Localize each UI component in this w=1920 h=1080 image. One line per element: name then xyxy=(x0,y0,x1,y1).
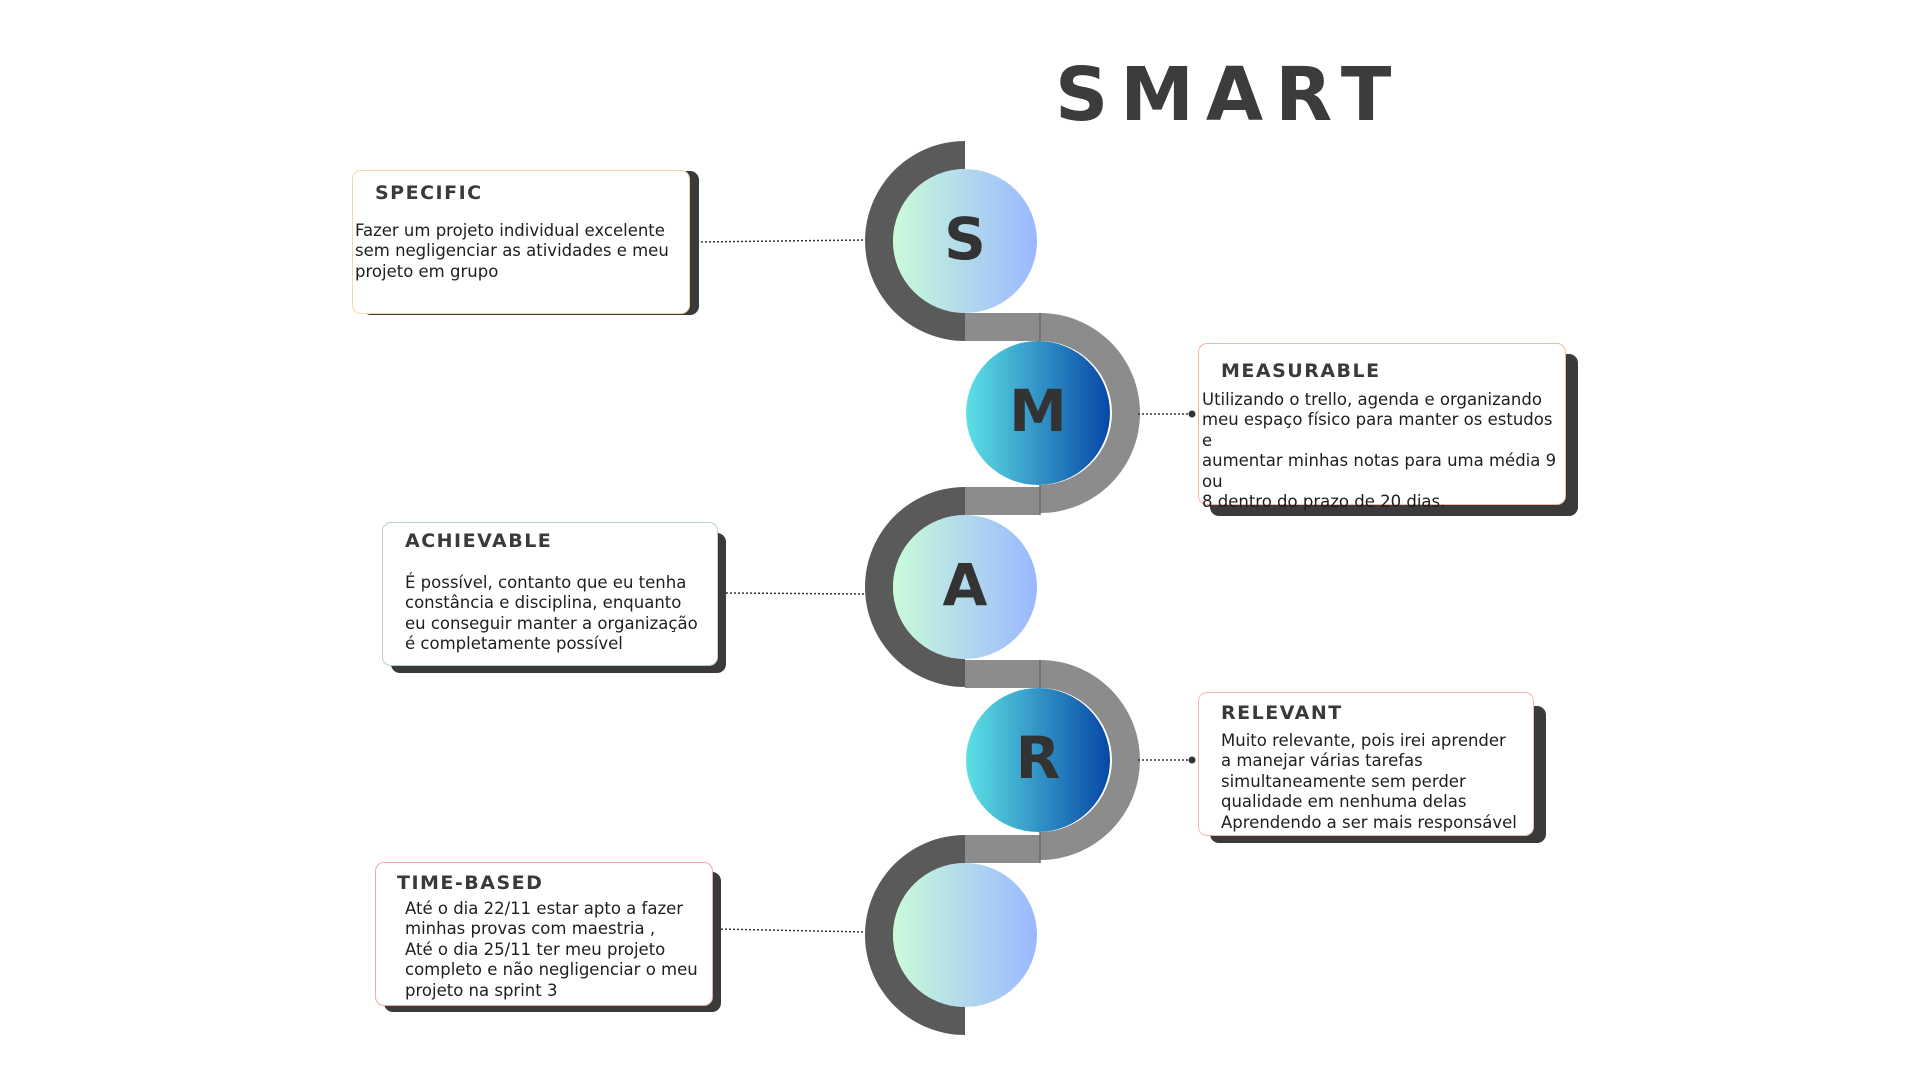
letter-r: R xyxy=(1015,724,1061,792)
card-achievable: ACHIEVABLE É possível, contanto que eu t… xyxy=(382,522,718,666)
connector-time-based xyxy=(716,928,866,933)
card-measurable-heading: MEASURABLE xyxy=(1221,360,1381,382)
letter-s: S xyxy=(944,205,986,273)
circle-m xyxy=(966,341,1110,485)
circle-s xyxy=(893,169,1037,313)
connector-achievable xyxy=(725,592,866,595)
connector-specific xyxy=(696,239,866,243)
card-relevant-text: Muito relevante, pois irei aprender a ma… xyxy=(1221,731,1517,832)
band-arc-s xyxy=(865,141,965,341)
circle-a xyxy=(893,515,1037,659)
page-title: SMART xyxy=(1055,52,1404,138)
card-relevant-heading: RELEVANT xyxy=(1221,702,1343,724)
band-connector-3 xyxy=(965,660,1040,688)
card-achievable-text: É possível, contanto que eu tenha constâ… xyxy=(405,573,698,654)
band-arc-m xyxy=(1040,313,1140,513)
card-relevant: RELEVANT Muito relevante, pois irei apre… xyxy=(1198,692,1534,836)
card-time-based: TIME-BASED Até o dia 22/11 estar apto a … xyxy=(375,862,713,1006)
band-arc-t xyxy=(865,835,965,1035)
card-measurable: MEASURABLE Utilizando o trello, agenda e… xyxy=(1198,343,1566,511)
circle-t xyxy=(893,863,1037,1007)
card-measurable-text: Utilizando o trello, agenda e organizand… xyxy=(1202,390,1557,512)
card-specific-heading: SPECIFIC xyxy=(375,182,483,204)
band-connector-4 xyxy=(965,835,1040,863)
circle-r xyxy=(966,688,1110,832)
card-specific: SPECIFIC Fazer um projeto individual exc… xyxy=(352,170,690,314)
letter-a: A xyxy=(942,551,988,619)
card-specific-text: Fazer um projeto individual excelente se… xyxy=(355,221,669,281)
band-connector-1 xyxy=(965,313,1040,341)
card-achievable-heading: ACHIEVABLE xyxy=(405,530,553,552)
band-connector-2 xyxy=(965,487,1040,515)
letter-m: M xyxy=(1009,377,1067,445)
card-time-based-heading: TIME-BASED xyxy=(397,872,544,894)
band-arc-r xyxy=(1040,660,1140,860)
card-time-based-text: Até o dia 22/11 estar apto a fazer minha… xyxy=(405,899,698,1000)
band-arc-a xyxy=(865,487,965,687)
